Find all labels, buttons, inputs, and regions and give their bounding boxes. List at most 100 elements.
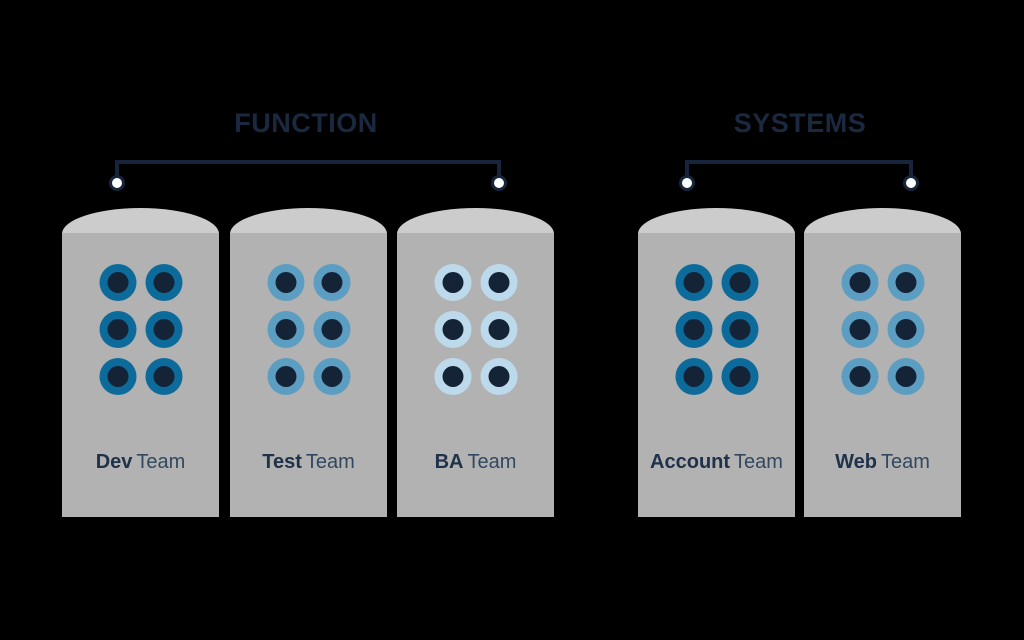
- member-dot: [841, 264, 878, 301]
- member-dot-core: [729, 272, 750, 293]
- pillar-body: [230, 233, 387, 517]
- member-dot: [313, 358, 350, 395]
- member-dot-core: [321, 319, 342, 340]
- pillar-body: [397, 233, 554, 517]
- pillar-body: [638, 233, 795, 517]
- member-dot: [267, 264, 304, 301]
- member-dot-core: [442, 319, 463, 340]
- member-dot-core: [107, 272, 128, 293]
- member-dot: [480, 264, 517, 301]
- member-dot-core: [849, 319, 870, 340]
- group-systems-title: SYSTEMS: [733, 108, 867, 138]
- member-dot-core: [849, 272, 870, 293]
- member-dot-core: [683, 272, 704, 293]
- member-dot-core: [442, 366, 463, 387]
- member-dot-core: [488, 319, 509, 340]
- member-dot: [721, 264, 758, 301]
- team-members-grid: [434, 264, 517, 395]
- member-dot-core: [729, 319, 750, 340]
- member-dot: [313, 264, 350, 301]
- connector-endpoint-dot: [109, 175, 125, 191]
- team-name: Web: [835, 451, 877, 473]
- team-suffix: Team: [880, 451, 930, 473]
- team-suffix: Team: [734, 451, 783, 473]
- group-function-title: FUNCTION: [234, 108, 378, 138]
- connector-endpoint-dot: [491, 175, 507, 191]
- member-dot: [675, 311, 712, 348]
- member-dot-core: [683, 366, 704, 387]
- member-dot-core: [488, 366, 509, 387]
- member-dot: [145, 358, 182, 395]
- member-dot: [841, 358, 878, 395]
- member-dot: [480, 358, 517, 395]
- member-dot-core: [895, 272, 916, 293]
- team-name: Account: [650, 451, 731, 473]
- member-dot-core: [849, 366, 870, 387]
- member-dot: [145, 311, 182, 348]
- connector-endpoint-dot: [679, 175, 695, 191]
- member-dot: [721, 311, 758, 348]
- member-dot: [721, 358, 758, 395]
- member-dot: [434, 311, 471, 348]
- pillar-cap: [397, 208, 554, 234]
- team-members-grid: [267, 264, 350, 395]
- connector-endpoint-dot: [903, 175, 919, 191]
- member-dot: [99, 358, 136, 395]
- member-dot: [887, 358, 924, 395]
- member-dot: [480, 311, 517, 348]
- member-dot: [99, 311, 136, 348]
- member-dot-core: [107, 319, 128, 340]
- member-dot-core: [275, 319, 296, 340]
- function-bracket-connector: [115, 160, 501, 180]
- team-members-grid: [841, 264, 924, 395]
- pillar-body: [804, 233, 961, 517]
- member-dot-core: [683, 319, 704, 340]
- team-members-grid: [99, 264, 182, 395]
- member-dot-core: [488, 272, 509, 293]
- member-dot-core: [153, 272, 174, 293]
- team-suffix: Team: [305, 451, 355, 473]
- team-name: Test: [262, 451, 302, 473]
- member-dot-core: [442, 272, 463, 293]
- member-dot: [313, 311, 350, 348]
- team-suffix: Team: [136, 451, 186, 473]
- pillar-cap: [638, 208, 795, 234]
- member-dot: [145, 264, 182, 301]
- member-dot-core: [321, 366, 342, 387]
- pillar-cap: [230, 208, 387, 234]
- pillar-cap: [804, 208, 961, 234]
- member-dot-core: [153, 319, 174, 340]
- team-suffix: Team: [467, 451, 517, 473]
- member-dot: [887, 264, 924, 301]
- member-dot-core: [107, 366, 128, 387]
- team-name: BA: [434, 451, 464, 473]
- member-dot: [675, 264, 712, 301]
- member-dot: [675, 358, 712, 395]
- team-name: Dev: [95, 451, 133, 473]
- member-dot: [267, 358, 304, 395]
- team-members-grid: [675, 264, 758, 395]
- member-dot: [887, 311, 924, 348]
- member-dot: [267, 311, 304, 348]
- pillar-body: [62, 233, 219, 517]
- member-dot: [99, 264, 136, 301]
- systems-bracket-connector: [685, 160, 913, 180]
- member-dot-core: [275, 366, 296, 387]
- pillar-cap: [62, 208, 219, 234]
- member-dot: [841, 311, 878, 348]
- member-dot: [434, 264, 471, 301]
- member-dot: [434, 358, 471, 395]
- member-dot-core: [895, 319, 916, 340]
- member-dot-core: [729, 366, 750, 387]
